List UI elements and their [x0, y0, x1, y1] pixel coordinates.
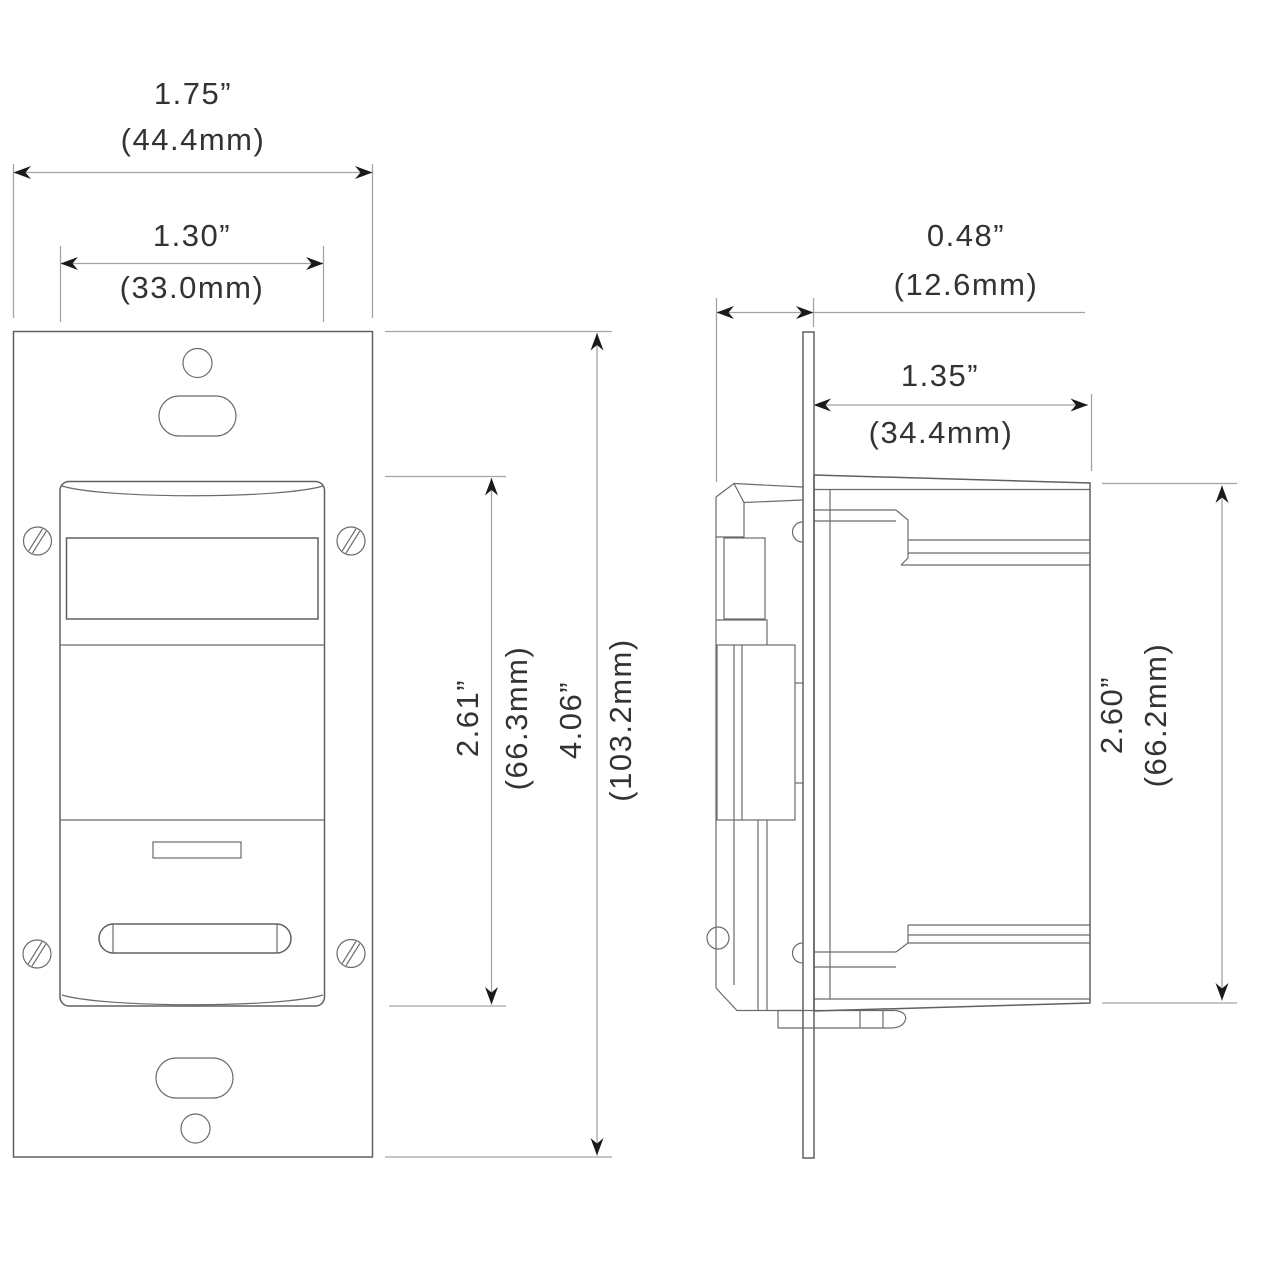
front-view [12, 330, 374, 1158]
rear-bracket [706, 482, 907, 1029]
module-top-seam [61, 485, 324, 497]
dim-body-height-inches: 2.60” [1094, 676, 1129, 754]
dim-mount-depth: 0.48” (12.6mm) [715, 218, 1085, 482]
dim-overall-width-inches: 1.75” [154, 76, 232, 111]
sensor-window [65, 537, 319, 620]
side-view [706, 331, 1091, 1159]
screw-head-bottom-left [22, 939, 52, 969]
switch-button [98, 923, 292, 954]
dim-overall-width-mm: (44.4mm) [121, 122, 266, 157]
top-mounting-slot [158, 395, 237, 437]
dim-body-depth-mm: (34.4mm) [869, 415, 1014, 450]
bottom-screw-boss [791, 942, 803, 964]
bottom-mounting-ear [777, 1009, 907, 1029]
dim-overall-height-inches: 4.06” [553, 681, 588, 759]
dim-mount-depth-inches: 0.48” [927, 218, 1005, 253]
dim-module-height-inches: 2.61” [450, 679, 485, 757]
bottom-screw-hole [180, 1113, 211, 1144]
dim-module-width: 1.30” (33.0mm) [59, 218, 325, 322]
top-screw-hole [182, 347, 213, 379]
sensor-body-side [813, 474, 1091, 1012]
dim-module-height: 2.61” (66.3mm) [385, 475, 534, 1007]
side-screw-head [706, 926, 730, 950]
dim-module-width-inches: 1.30” [153, 218, 231, 253]
dim-body-height: 2.60” (66.2mm) [1094, 482, 1237, 1004]
top-screw-boss [791, 521, 803, 543]
dimension-annotations: 1.75” (44.4mm) 1.30” (33.0mm) 2.61” (66.… [12, 76, 1237, 1158]
dim-overall-width: 1.75” (44.4mm) [12, 76, 374, 318]
dim-overall-height-mm: (103.2mm) [603, 638, 638, 801]
dim-module-width-mm: (33.0mm) [120, 270, 265, 305]
wall-plate-side-profile [802, 331, 815, 1159]
screw-head-bottom-right [336, 938, 366, 969]
dim-overall-height: 4.06” (103.2mm) [385, 330, 638, 1158]
dim-body-height-mm: (66.2mm) [1138, 643, 1173, 788]
dim-mount-depth-mm: (12.6mm) [894, 267, 1039, 302]
led-window [152, 841, 242, 859]
dim-body-depth: 1.35” (34.4mm) [813, 358, 1093, 471]
module-bottom-seam [61, 994, 324, 1006]
bottom-mounting-slot [155, 1057, 234, 1099]
sensor-module-outline [59, 480, 326, 1007]
screw-head-top-left [22, 526, 53, 556]
dim-module-height-mm: (66.3mm) [499, 646, 534, 791]
wall-plate-outline [12, 330, 374, 1158]
screw-head-top-right [336, 526, 366, 556]
dim-body-depth-inches: 1.35” [901, 358, 979, 393]
